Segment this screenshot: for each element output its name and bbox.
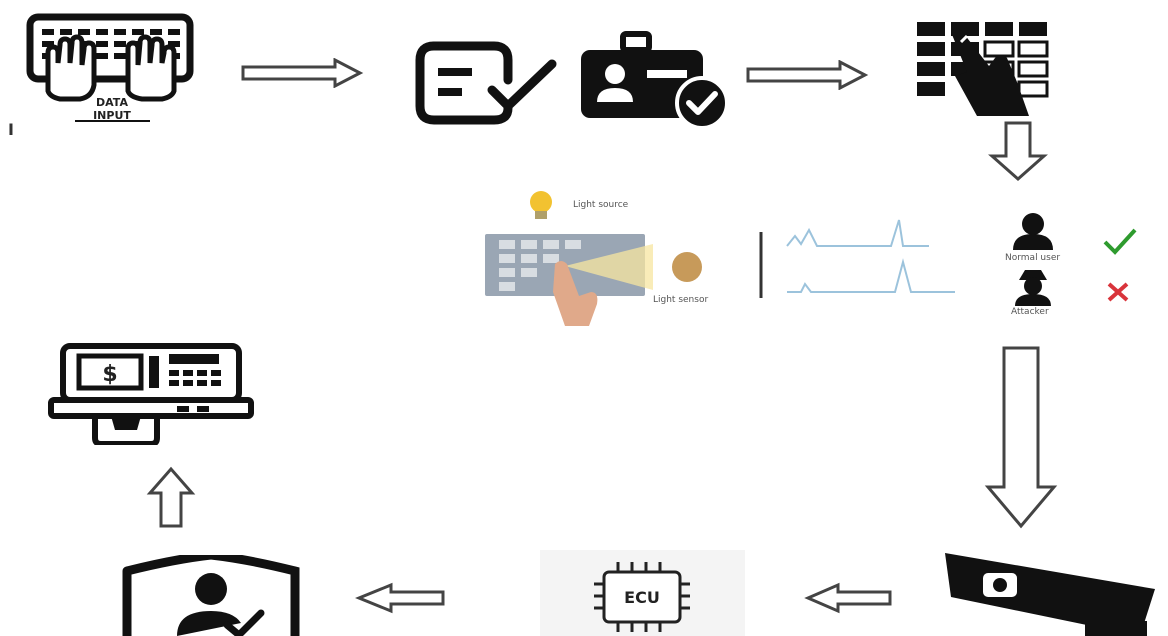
shield-user-check-icon [122,555,300,636]
hand-keypad-icon [917,22,1049,116]
cctv-camera-icon [945,553,1155,636]
check-icon [1103,228,1137,255]
light-sensor-panel: Light source Light sensor Normal user At… [485,191,1137,326]
arrow-left-1 [804,582,892,614]
hacker-icon [1015,270,1051,306]
data-input-label-2: INPUT [93,109,131,122]
currency-symbol: $ [102,362,117,387]
light-source-label: Light source [573,200,629,210]
light-sensor-label: Light sensor [653,295,708,305]
arrow-down-2 [984,346,1058,529]
bulb-icon [530,191,552,219]
attacker-label: Attacker [1011,307,1049,317]
arrow-left-2 [355,582,445,614]
form-checklist-icon [415,41,557,125]
user-icon [1013,213,1053,250]
arrow-up-1 [146,466,196,528]
stray-mark: I [8,120,14,139]
keyboard-hands-icon: DATA INPUT [26,13,194,122]
arrow-down-1 [988,121,1048,182]
atm-machine-icon: $ [48,343,254,445]
arrow-right-1 [241,58,364,88]
data-input-label-1: DATA [96,96,128,109]
sensor-disc-icon [672,252,702,282]
arrow-right-2 [746,60,869,90]
ecu-chip-icon: ECU [540,550,745,636]
cross-icon [1107,282,1129,302]
normal-user-label: Normal user [1005,253,1060,263]
id-card-check-icon [581,31,729,130]
ecu-label: ECU [624,588,660,607]
